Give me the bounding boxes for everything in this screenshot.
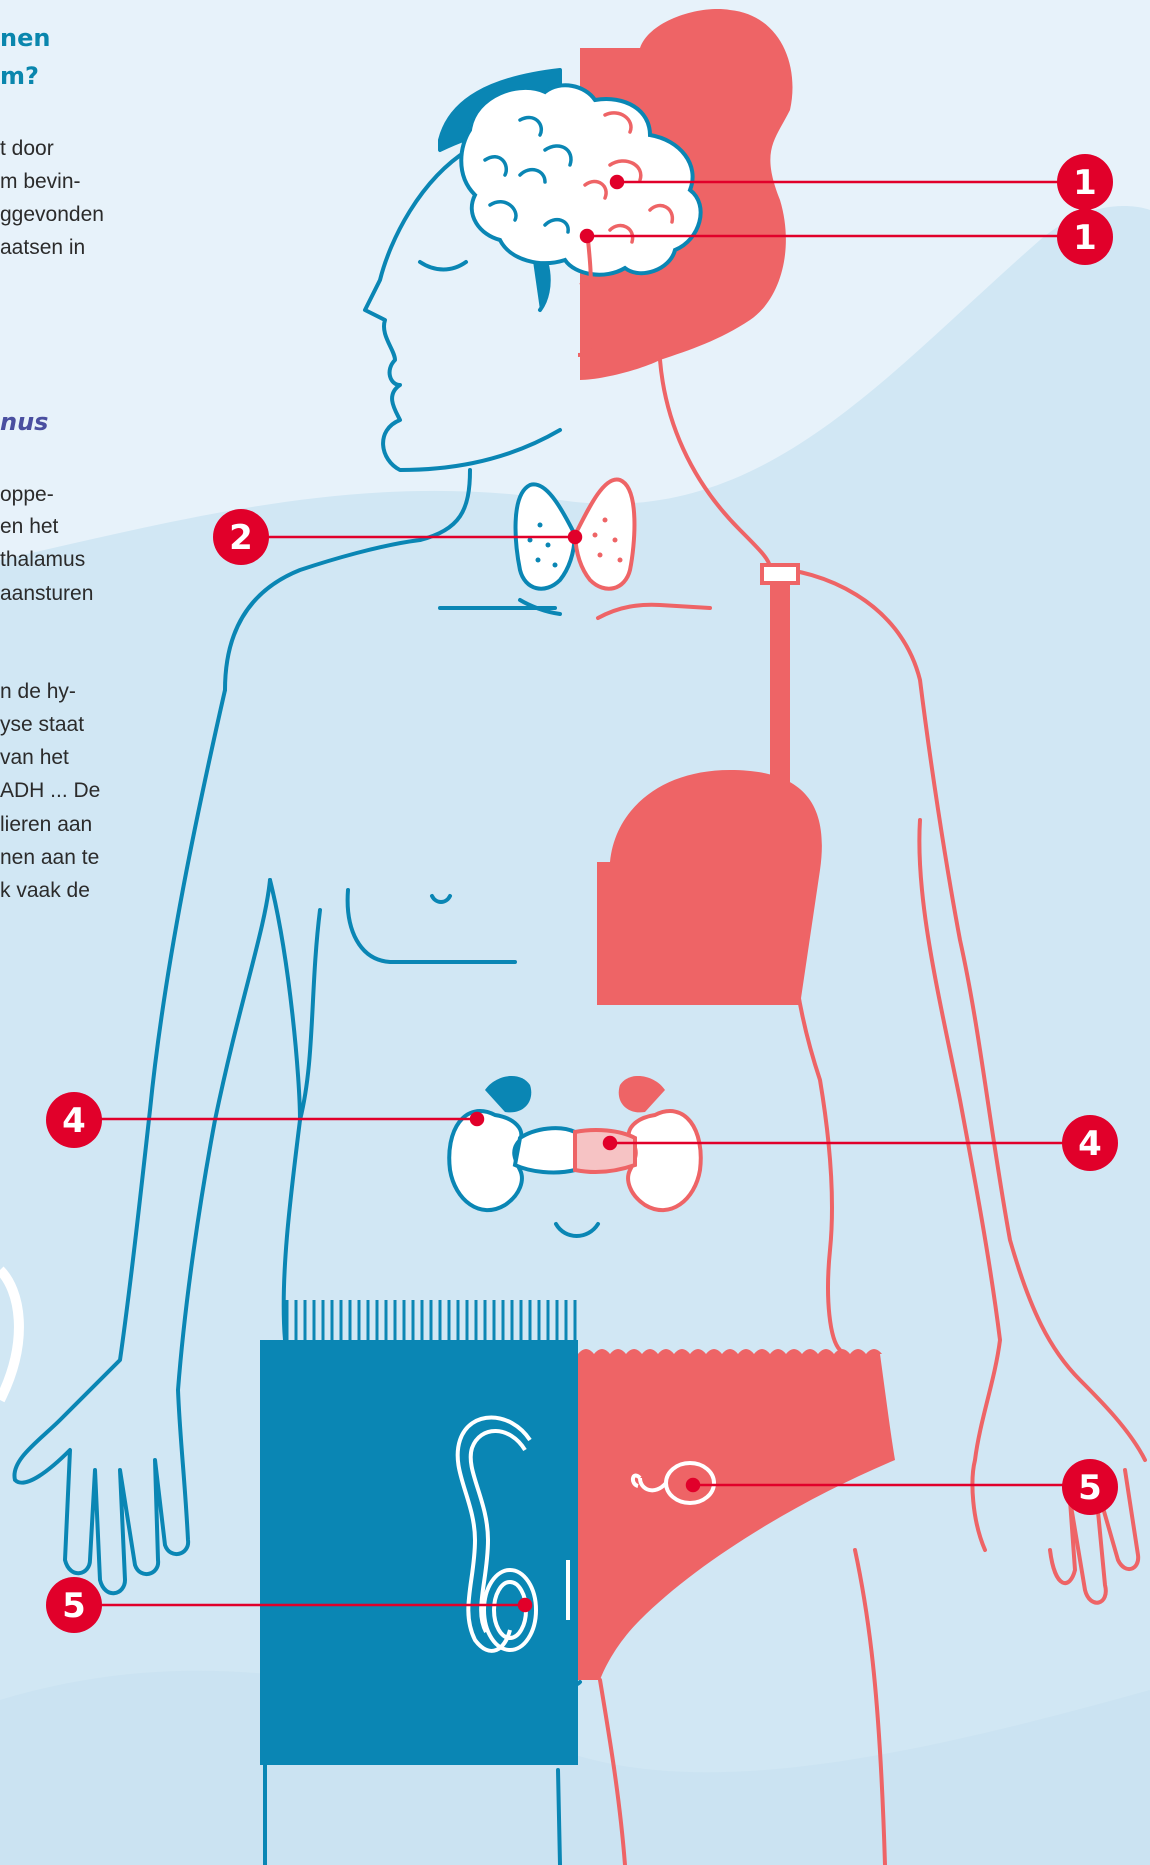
section-subheading: nus <box>0 408 48 436</box>
section-para1-line: oppe- <box>0 478 54 511</box>
marker-5-left[interactable]: 5 <box>46 1577 102 1633</box>
intro-para-line: ggevonden <box>0 198 104 231</box>
intro-heading-line1: nen <box>0 20 50 56</box>
marker-1-lower[interactable]: 1 <box>1057 209 1113 265</box>
section-para2-line: yse staat <box>0 708 84 741</box>
male-shorts <box>260 1340 578 1765</box>
marker-1-upper[interactable]: 1 <box>1057 154 1113 210</box>
section-para1-line: thalamus <box>0 543 85 576</box>
intro-para-line: m bevin- <box>0 165 81 198</box>
marker-label: 5 <box>62 1586 86 1626</box>
marker-2[interactable]: 2 <box>213 509 269 565</box>
marker-5-right[interactable]: 5 <box>1062 1459 1118 1515</box>
intro-para-line: aatsen in <box>0 231 85 264</box>
section-para2-line: van het <box>0 741 69 774</box>
marker-label: 4 <box>62 1101 86 1141</box>
marker-label: 4 <box>1078 1124 1102 1164</box>
marker-4-left[interactable]: 4 <box>46 1092 102 1148</box>
section-para2-line: lieren aan <box>0 808 92 841</box>
section-para2-line: nen aan te <box>0 841 99 874</box>
marker-label: 5 <box>1078 1468 1102 1508</box>
intro-para-line: t door <box>0 132 54 165</box>
section-para2-line: n de hy- <box>0 675 76 708</box>
marker-label: 2 <box>229 518 253 558</box>
section-para2-line: k vaak de <box>0 874 90 907</box>
marker-label: 1 <box>1073 218 1097 258</box>
section-para2-line: ADH ... De <box>0 774 100 807</box>
bra-clip <box>762 565 798 583</box>
section-para1-line: en het <box>0 510 58 543</box>
marker-4-right[interactable]: 4 <box>1062 1115 1118 1171</box>
male-leg-inner <box>558 1770 560 1865</box>
section-para1-line: aansturen <box>0 577 93 610</box>
marker-label: 1 <box>1073 163 1097 203</box>
male-eye <box>420 262 466 270</box>
intro-heading-line2: m? <box>0 58 39 94</box>
